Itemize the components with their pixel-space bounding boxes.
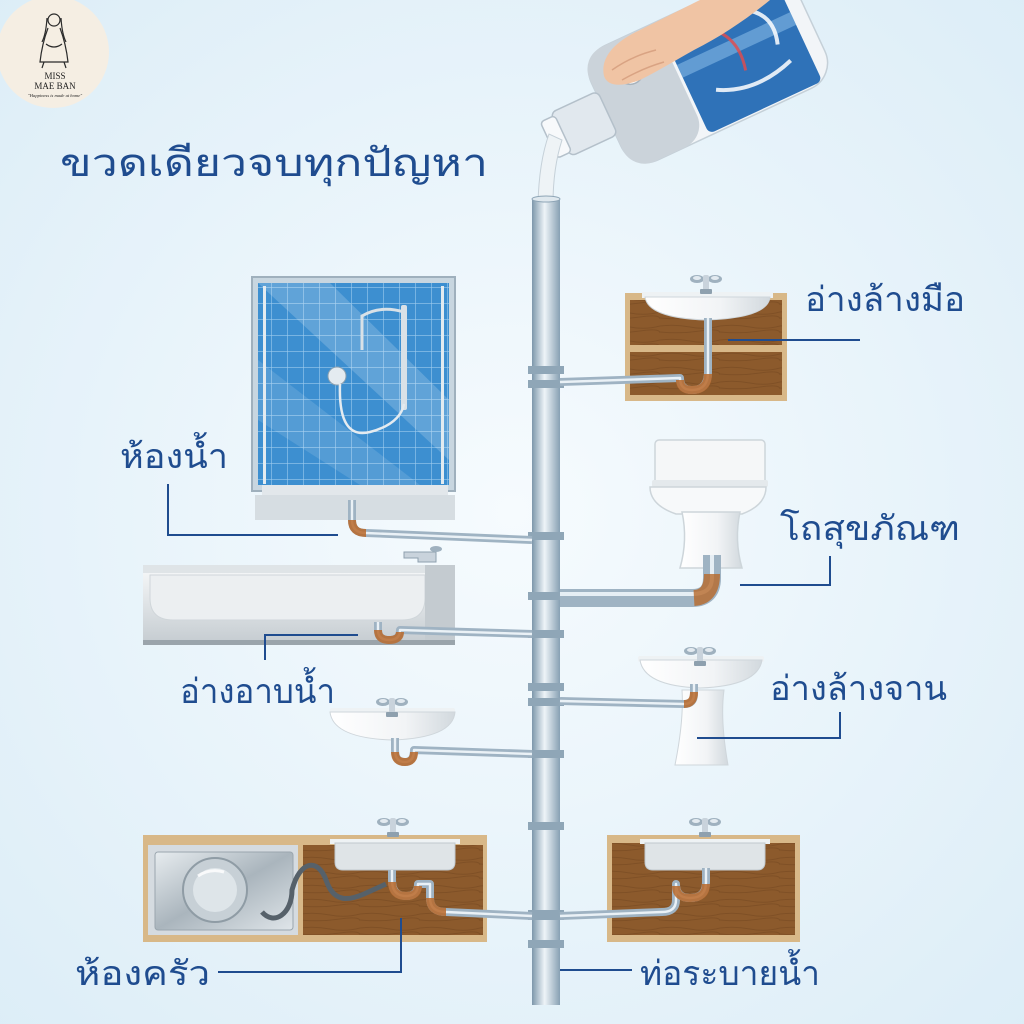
- hand-icon: [603, 0, 770, 85]
- leader-bathroom: [167, 484, 338, 536]
- label-toilet: โถสุขภัณฑ: [780, 509, 960, 549]
- drain-pipe-icon: [528, 195, 564, 1005]
- label-kitchen: ห้องครัว: [75, 954, 210, 994]
- label-hand-sink: อ่างล้างมือ: [805, 280, 965, 320]
- logo-tagline: "Happiness is made at home": [28, 93, 82, 98]
- label-bathtub: อ่างอาบน้ำ: [180, 667, 335, 712]
- label-bathroom: ห้องน้ำ: [120, 432, 228, 477]
- bathtub-faucet-icon: [403, 546, 442, 563]
- washer-hose: [260, 862, 388, 921]
- leader-bathtub: [264, 634, 358, 660]
- shower-head: [327, 366, 347, 386]
- washing-machine-icon: [154, 851, 294, 931]
- label-drain-pipe: ท่อระบายน้ำ: [640, 949, 820, 994]
- label-dish-sink: อ่างล้างจาน: [770, 669, 947, 709]
- leader-toilet: [740, 556, 831, 586]
- logo-name-line1: MISS: [44, 71, 65, 81]
- wash-basin-icon: [329, 698, 456, 741]
- leader-dish-sink: [697, 712, 841, 739]
- dish-sink-icon: [638, 647, 764, 766]
- page-title: ขวดเดียวจบทุกปัญหา: [60, 141, 488, 187]
- toilet-icon: [649, 439, 768, 569]
- shower-icon: [251, 276, 456, 520]
- kitchen-cabinet-left: [143, 818, 487, 942]
- shower-tiles: [258, 283, 449, 485]
- brand-logo: MISS MAE BAN "Happiness is made at home": [0, 0, 109, 108]
- logo-name-line2: MAE BAN: [34, 81, 76, 91]
- pipe-joints: [528, 366, 564, 948]
- shower-hose: [338, 383, 406, 435]
- branch-pipes: [348, 318, 721, 920]
- leader-kitchen: [218, 918, 402, 973]
- shower-rail: [401, 305, 407, 410]
- leader-lines: [167, 339, 860, 973]
- woman-figure-icon: [39, 13, 69, 69]
